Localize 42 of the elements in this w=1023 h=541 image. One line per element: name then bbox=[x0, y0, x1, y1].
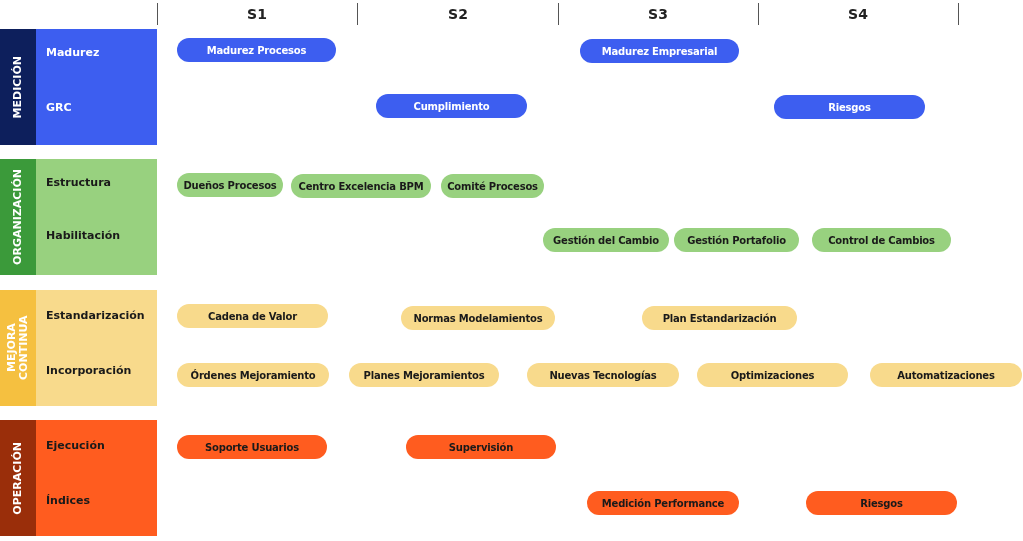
timeline-bar: Nuevas Tecnologías bbox=[527, 363, 679, 387]
timeline-bar: Planes Mejoramientos bbox=[349, 363, 499, 387]
timeline-bar: Madurez Procesos bbox=[177, 38, 336, 62]
timeline-bar: Riesgos bbox=[806, 491, 957, 515]
timeline-bar: Automatizaciones bbox=[870, 363, 1022, 387]
timeline-bar: Cadena de Valor bbox=[177, 304, 328, 328]
category-title: ORGANIZACIÓN bbox=[12, 169, 24, 265]
timeline-bar: Medición Performance bbox=[587, 491, 739, 515]
timeline-bar: Supervisión bbox=[406, 435, 556, 459]
column-header: S2 bbox=[448, 6, 468, 22]
category-band bbox=[0, 159, 157, 275]
timeline-bar: Plan Estandarización bbox=[642, 306, 797, 330]
timeline-bar: Cumplimiento bbox=[376, 94, 527, 118]
timeline-bar: Control de Cambios bbox=[812, 228, 951, 252]
category-title: MEJORA CONTINUA bbox=[6, 314, 30, 383]
row-label: Incorporación bbox=[46, 364, 132, 377]
timeline-bar: Normas Modelamientos bbox=[401, 306, 555, 330]
category-band bbox=[0, 29, 157, 145]
column-header: S1 bbox=[247, 6, 267, 22]
category-band bbox=[0, 420, 157, 536]
timeline-bar: Comité Procesos bbox=[441, 174, 544, 198]
row-label: Estructura bbox=[46, 176, 112, 189]
timeline-bar: Soporte Usuarios bbox=[177, 435, 327, 459]
category-title: OPERACIÓN bbox=[12, 441, 24, 515]
column-header: S4 bbox=[848, 6, 868, 22]
row-label: Estandarización bbox=[46, 309, 145, 322]
row-label: Habilitación bbox=[46, 229, 121, 242]
timeline-bar: Órdenes Mejoramiento bbox=[177, 363, 329, 387]
column-header: S3 bbox=[648, 6, 668, 22]
timeline-bar: Dueños Procesos bbox=[177, 173, 283, 197]
category-title: MEDICIÓN bbox=[12, 55, 24, 119]
row-label: GRC bbox=[46, 101, 72, 114]
row-label: Índices bbox=[46, 494, 91, 507]
timeline-bar: Madurez Empresarial bbox=[580, 39, 739, 63]
timeline-bar: Gestión del Cambio bbox=[543, 228, 669, 252]
category-band bbox=[0, 290, 157, 406]
timeline-bar: Optimizaciones bbox=[697, 363, 848, 387]
timeline-bar: Gestión Portafolio bbox=[674, 228, 799, 252]
row-label: Ejecución bbox=[46, 439, 105, 452]
timeline-bar: Centro Excelencia BPM bbox=[291, 174, 431, 198]
row-label: Madurez bbox=[46, 46, 100, 59]
timeline-bar: Riesgos bbox=[774, 95, 925, 119]
